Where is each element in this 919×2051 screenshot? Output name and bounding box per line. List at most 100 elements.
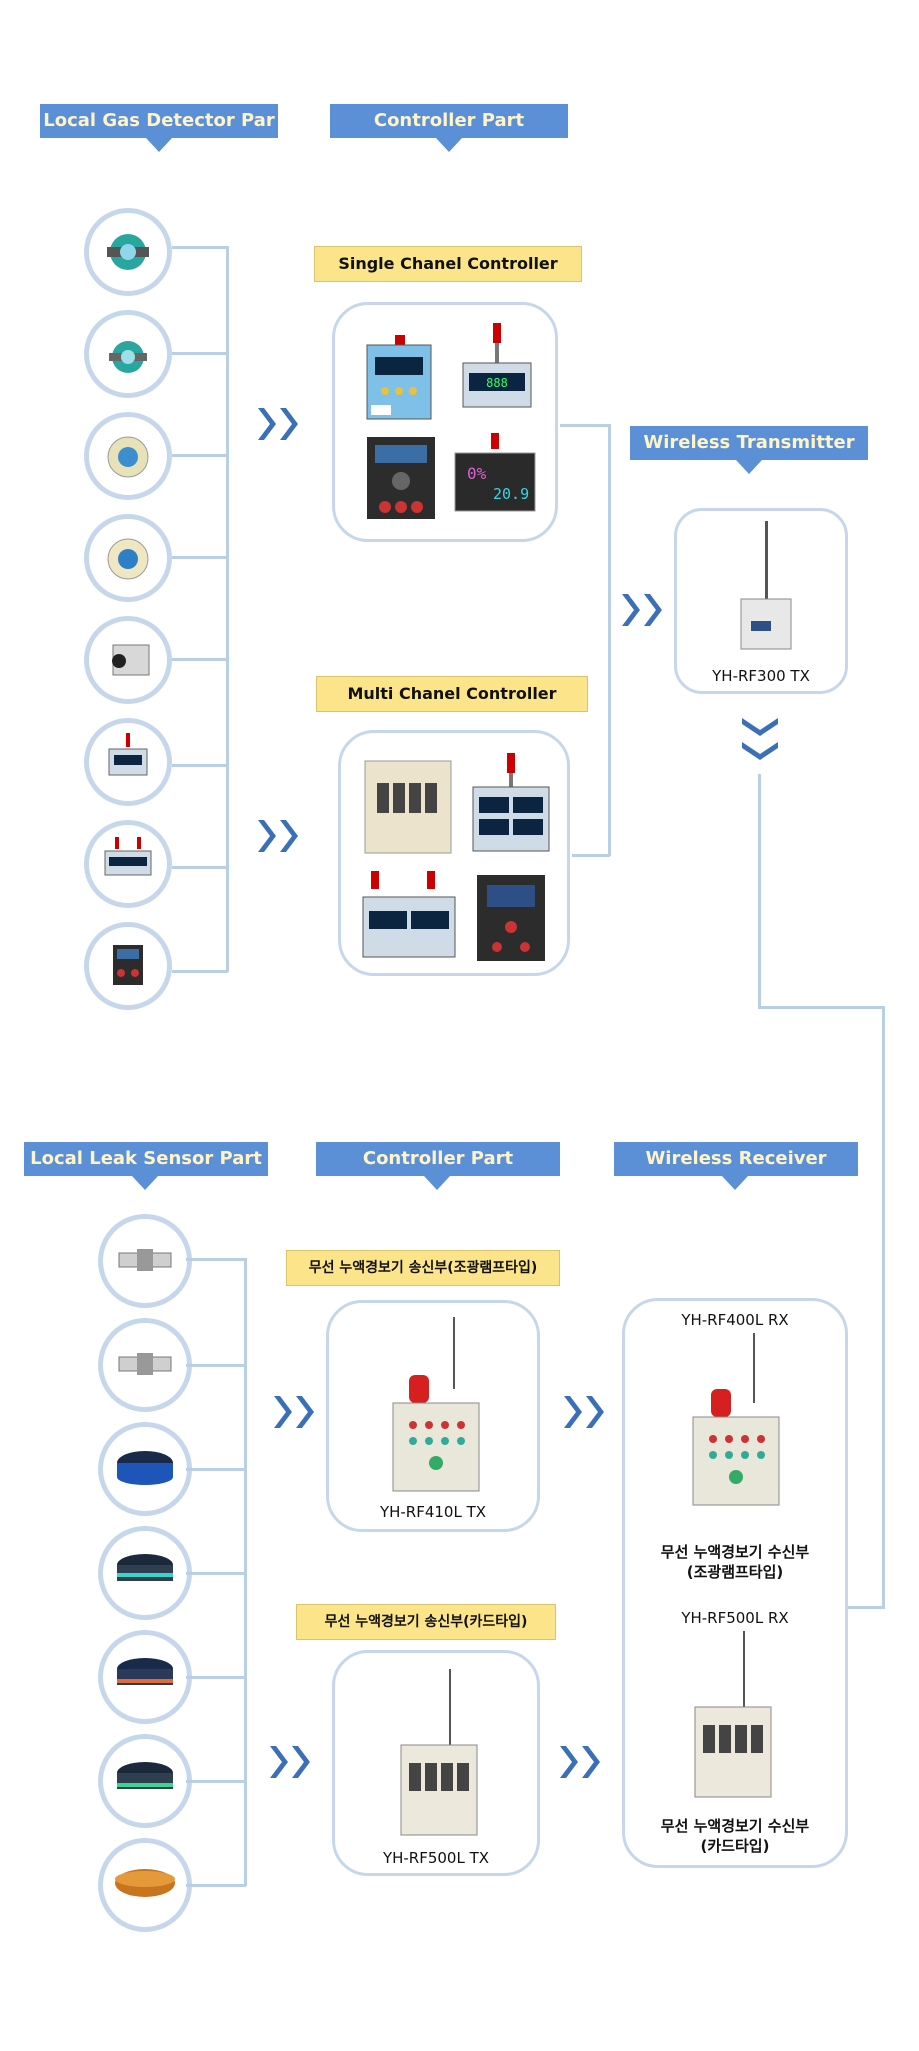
leak-sensor-2 xyxy=(98,1318,192,1412)
gas-detector-5 xyxy=(84,616,172,704)
caption-rf500l-tx: YH-RF500L TX xyxy=(382,1849,490,1867)
chevron-right-icon xyxy=(622,594,662,626)
svg-text:0%: 0% xyxy=(467,464,487,483)
caption-rf400l-rx: YH-RF400L RX xyxy=(681,1311,789,1329)
header-arrow xyxy=(736,460,762,474)
connector-line xyxy=(186,1468,246,1471)
header-arrow xyxy=(722,1176,748,1190)
leak-sensor-icon xyxy=(118,1249,172,1271)
leak-sensor-icon xyxy=(117,1762,173,1789)
header-local-gas-detector: Local Gas Detector Par xyxy=(40,104,278,138)
rx-lamp-label-line2: (조광램프타입) xyxy=(686,1563,784,1581)
connector-line xyxy=(172,352,228,355)
leak-sensor-3 xyxy=(98,1422,192,1516)
connector-line xyxy=(172,764,228,767)
controller-device-icon xyxy=(366,335,432,420)
gas-detector-6 xyxy=(84,718,172,806)
header-arrow xyxy=(146,138,172,152)
controller-device-icon xyxy=(367,437,435,519)
label-multi-channel-controller: Multi Chanel Controller xyxy=(316,676,588,712)
connector-line xyxy=(572,854,610,857)
leak-sensor-6 xyxy=(98,1734,192,1828)
header-arrow xyxy=(132,1176,158,1190)
header-wireless-receiver: Wireless Receiver xyxy=(614,1142,858,1176)
gas-detector-icon xyxy=(104,837,152,876)
receiver-panel: YH-RF400L RX 무선 누액경보기 수신부 (조광램프타입) YH-RF… xyxy=(622,1298,848,1868)
leak-sensor-icon xyxy=(117,1451,173,1485)
single-channel-panel: 888 0% 20.9 xyxy=(332,302,558,542)
chevron-right-icon xyxy=(270,1746,310,1778)
header-controller-part: Controller Part xyxy=(330,104,568,138)
connector-line xyxy=(172,246,228,249)
leak-sensor-1 xyxy=(98,1214,192,1308)
gas-detector-icon xyxy=(112,644,150,676)
rx-lamp-label-line1: 무선 누액경보기 수신부 xyxy=(660,1543,810,1561)
controller-device-icon xyxy=(472,753,550,852)
controller-device-icon xyxy=(477,875,545,961)
gas-detector-icon xyxy=(108,733,148,776)
connector-line xyxy=(172,866,228,869)
connector-line xyxy=(186,1572,246,1575)
leak-sensor-icon xyxy=(117,1554,173,1581)
connector-line xyxy=(758,1006,884,1009)
rx-card-label-line2: (카드타입) xyxy=(700,1837,770,1855)
connector-line xyxy=(172,556,228,559)
gas-detector-8 xyxy=(84,922,172,1010)
gas-detector-2 xyxy=(84,310,172,398)
controller-device-icon xyxy=(364,760,452,854)
leak-sensor-4 xyxy=(98,1526,192,1620)
connector-line xyxy=(186,1780,246,1783)
svg-text:20.9: 20.9 xyxy=(493,485,529,503)
connector-line xyxy=(172,658,228,661)
caption-rf410l-tx: YH-RF410L TX xyxy=(379,1503,487,1521)
transmitter-panel: YH-RF300 TX xyxy=(674,508,848,694)
controller-device-icon xyxy=(692,1333,780,1506)
controller-device-icon: 888 xyxy=(462,323,532,408)
controller-device-icon xyxy=(694,1631,772,1798)
connector-line xyxy=(608,424,611,856)
gas-detector-icon xyxy=(107,436,149,478)
chevron-right-icon xyxy=(564,1396,604,1428)
connector-line xyxy=(186,1364,246,1367)
leak-sensor-icon xyxy=(117,1658,173,1685)
label-single-channel-controller: Single Chanel Controller xyxy=(314,246,582,282)
label-card-type-transmitter: 무선 누액경보기 송신부(카드타입) xyxy=(296,1604,556,1640)
connector-line xyxy=(186,1676,246,1679)
label-lamp-type-transmitter: 무선 누액경보기 송신부(조광램프타입) xyxy=(286,1250,560,1286)
connector-line xyxy=(186,1884,246,1887)
connector-line xyxy=(758,774,761,1008)
card-transmitter-panel: YH-RF500L TX xyxy=(332,1650,540,1876)
connector-line xyxy=(172,970,228,973)
gas-detector-1 xyxy=(84,208,172,296)
controller-device-icon: 0% 20.9 xyxy=(454,433,536,512)
connector-line xyxy=(172,454,228,457)
leak-sensor-icon xyxy=(115,1869,175,1897)
multi-channel-panel xyxy=(338,730,570,976)
caption-rf500l-rx: YH-RF500L RX xyxy=(681,1609,789,1627)
header-arrow xyxy=(436,138,462,152)
connector-line xyxy=(846,1606,885,1609)
chevron-right-icon xyxy=(258,820,298,852)
controller-device-icon xyxy=(362,871,456,958)
header-arrow xyxy=(424,1176,450,1190)
header-wireless-transmitter: Wireless Transmitter xyxy=(630,426,868,460)
header-local-leak-sensor: Local Leak Sensor Part xyxy=(24,1142,268,1176)
gas-detector-7 xyxy=(84,820,172,908)
chevron-right-icon xyxy=(274,1396,314,1428)
leak-sensor-7 xyxy=(98,1838,192,1932)
svg-text:888: 888 xyxy=(486,376,508,390)
gas-detector-icon xyxy=(109,341,147,373)
gas-detector-icon xyxy=(107,538,149,580)
transmitter-caption: YH-RF300 TX xyxy=(712,667,810,685)
connector-line xyxy=(186,1258,246,1261)
controller-device-icon xyxy=(392,1317,480,1492)
chevron-right-icon xyxy=(258,408,298,440)
header-controller-part-bottom: Controller Part xyxy=(316,1142,560,1176)
gas-detector-icon xyxy=(113,945,143,985)
connector-line xyxy=(226,246,229,972)
gas-detector-4 xyxy=(84,514,172,602)
gas-detector-3 xyxy=(84,412,172,500)
gas-detector-icon xyxy=(107,234,149,270)
chevron-down-icon xyxy=(742,718,778,760)
chevron-right-icon xyxy=(560,1746,600,1778)
